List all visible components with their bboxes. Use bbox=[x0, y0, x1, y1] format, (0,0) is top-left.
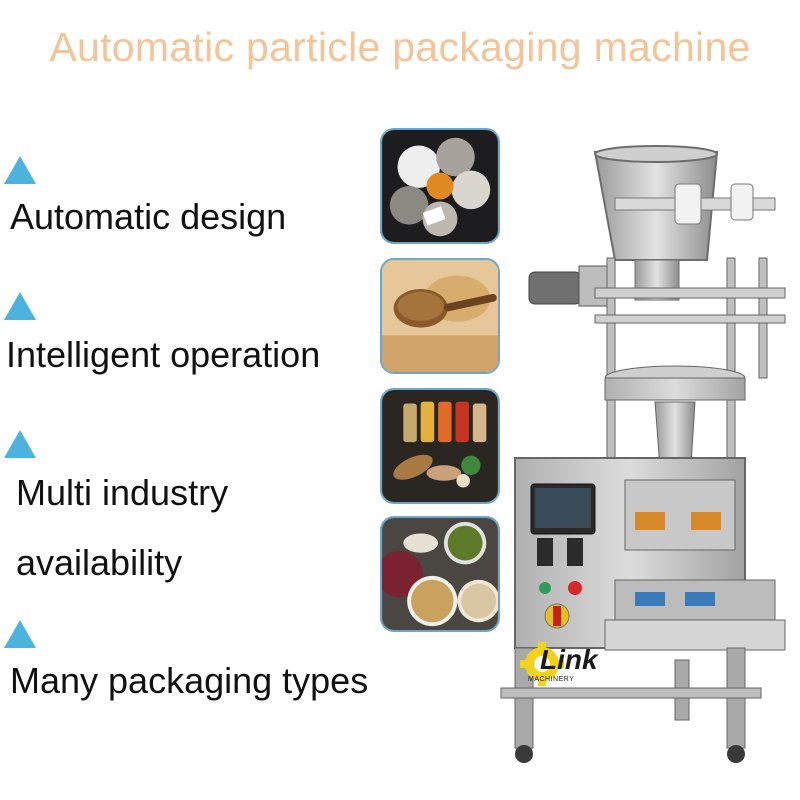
spice-jars-photo bbox=[380, 388, 500, 504]
triangle-up-icon bbox=[4, 292, 36, 320]
feature-label-intelligent-operation: Intelligent operation bbox=[6, 334, 321, 375]
packaging-machine-image bbox=[500, 145, 786, 763]
feature-label-availability: availability bbox=[16, 542, 183, 583]
logo-text: Link bbox=[540, 644, 598, 675]
link-machinery-gear-logo bbox=[520, 642, 564, 686]
triangle-up-icon bbox=[4, 430, 36, 458]
feature-label-automatic-design: Automatic design bbox=[10, 196, 287, 237]
page-title: Automatic particle packaging machine bbox=[49, 24, 751, 70]
grain-spoon-photo bbox=[380, 258, 500, 374]
feature-label-multi-industry: Multi industry bbox=[16, 472, 229, 513]
triangle-up-icon bbox=[4, 156, 36, 184]
feature-label-many-packaging-types: Many packaging types bbox=[10, 660, 369, 701]
triangle-up-icon bbox=[4, 620, 36, 648]
logo-subtext: MACHINERY bbox=[528, 676, 575, 683]
granules-photo bbox=[380, 128, 500, 244]
grain-bowls-photo bbox=[380, 516, 500, 632]
